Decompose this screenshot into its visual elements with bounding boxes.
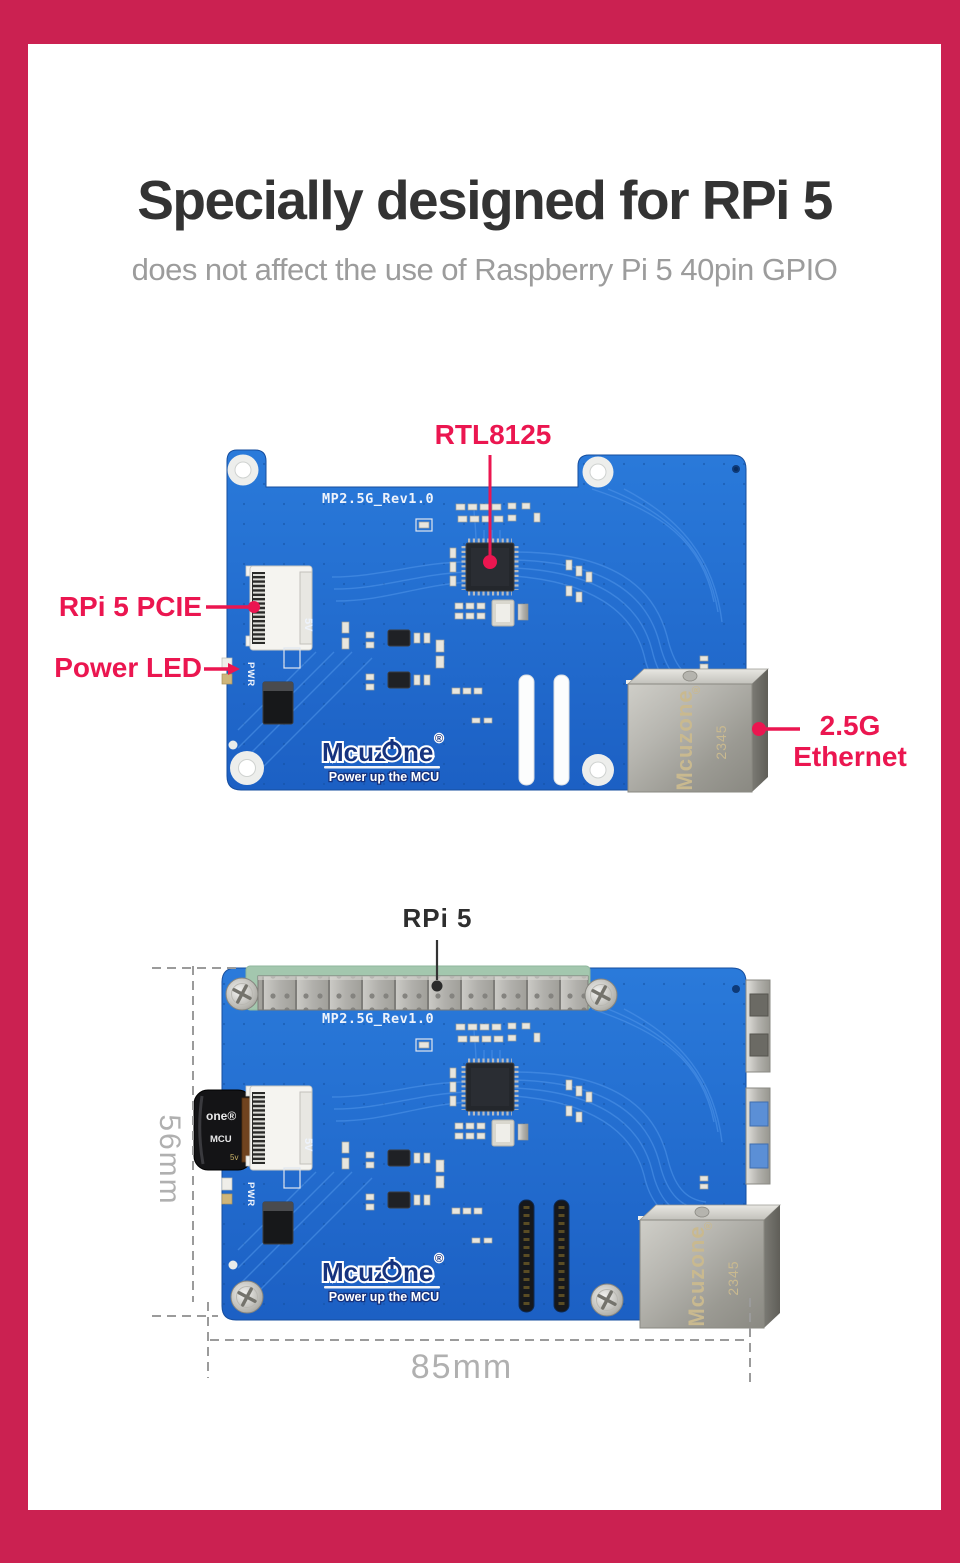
label-power-led: Power LED [54, 652, 202, 683]
label-rtl8125: RTL8125 [434, 419, 552, 450]
label-ethernet-line2: Ethernet [793, 741, 907, 772]
label-ethernet: 2.5G Ethernet [778, 710, 922, 772]
label-rpi5-pcie: RPi 5 PCIE [58, 591, 202, 622]
page-subtitle: does not affect the use of Raspberry Pi … [131, 252, 838, 287]
label-ethernet-line1: 2.5G [819, 710, 881, 741]
page-title: Specially designed for RPi 5 [137, 169, 833, 231]
label-rpi5: RPi 5 [402, 903, 473, 933]
